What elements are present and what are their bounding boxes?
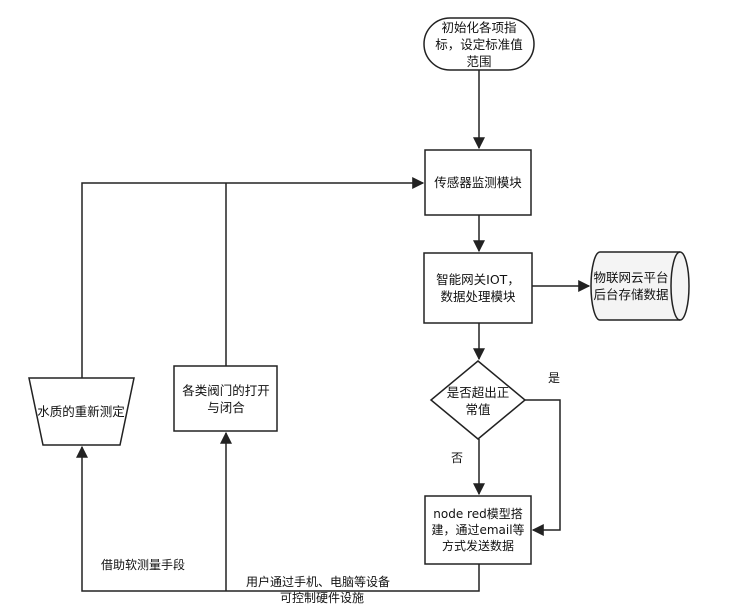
connectors — [76, 70, 591, 592]
remeasure-trapezoid — [28, 377, 135, 446]
edge-nodered-down — [76, 445, 480, 592]
user-control-label-2: 可控制硬件设施 — [280, 591, 365, 605]
node-red-label: node red模型搭建，通过email等方式发送数据 — [431, 507, 525, 553]
user-control-label-1: 用户通过手机、电脑等设备 — [246, 575, 391, 589]
start-node-label: 初始化各项指标，设定标准值范围 — [435, 19, 523, 69]
cloud-storage-label: 物联网云平台后台存储数据 — [593, 270, 669, 302]
sensor-module-box — [424, 149, 532, 216]
edge-decision-yes — [525, 399, 561, 536]
gateway-module-label: 智能网关IOT，数据处理模块 — [436, 272, 520, 304]
cloud-storage-node — [590, 251, 690, 321]
gateway-module-box — [423, 252, 533, 324]
edge-remeasure-sensor — [81, 177, 425, 378]
sensor-module-label: 传感器监测模块 — [434, 175, 522, 190]
yes-label: 是 — [548, 371, 561, 385]
no-label: 否 — [451, 451, 464, 465]
node-red-box — [424, 495, 532, 565]
decision-label: 是否超出正常值 — [446, 385, 510, 417]
remeasure-label: 水质的重新测定 — [37, 403, 125, 419]
decision-diamond — [429, 360, 527, 440]
software-label: 借助软测量手段 — [101, 558, 186, 572]
valves-label: 各类阀门的打开与闭合 — [182, 382, 270, 415]
